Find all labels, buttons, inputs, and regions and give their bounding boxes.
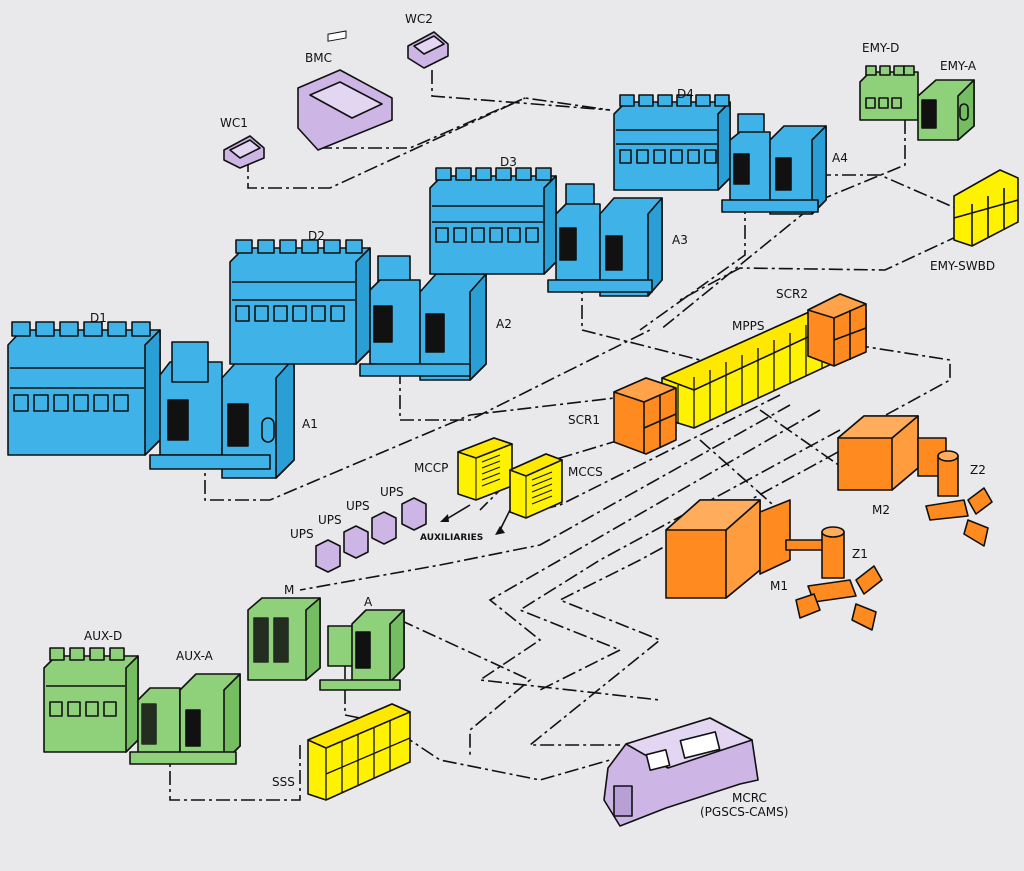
d4-label: D4	[677, 87, 694, 101]
wc1-console[interactable]: WC1	[220, 116, 265, 169]
emy-a-label: EMY-A	[940, 59, 977, 73]
ups-unit-4[interactable]: UPS	[380, 485, 427, 531]
alternator-a2[interactable]: A2	[359, 255, 512, 381]
ship-service-switchboard[interactable]: SSS	[272, 703, 411, 801]
wc2-label: WC2	[405, 12, 433, 26]
d3-label: D3	[500, 155, 517, 169]
scr2-label: SCR2	[776, 287, 808, 301]
emergency-switchboard[interactable]: EMY-SWBD	[930, 169, 1019, 273]
mccs-label: MCCS	[568, 465, 603, 479]
emy-d-label: EMY-D	[862, 41, 899, 55]
mpps-label: MPPS	[732, 319, 764, 333]
diesel-generator-d1[interactable]: D1	[7, 311, 161, 456]
ups-unit-2[interactable]: UPS	[318, 513, 369, 559]
switchboard-scr2[interactable]: SCR2	[776, 287, 867, 367]
ups-unit-3[interactable]: UPS	[346, 499, 397, 545]
bmc-console[interactable]: BMC	[297, 30, 393, 151]
switchboard-scr1[interactable]: SCR1	[568, 377, 677, 455]
mcrc-label: MCRC	[732, 791, 767, 805]
auxiliaries-label: AUXILIARIES	[420, 533, 483, 543]
ups-label-1: UPS	[290, 527, 314, 541]
scr1-label: SCR1	[568, 413, 600, 427]
sss-label: SSS	[272, 775, 295, 789]
emergency-generator[interactable]: EMY-D EMY-A	[859, 41, 977, 141]
d1-label: D1	[90, 311, 107, 325]
a1-label: A1	[302, 417, 318, 431]
a3-label: A3	[672, 233, 688, 247]
propulsion-motor-m2[interactable]: M2	[837, 415, 947, 517]
aux-generator-m[interactable]: M	[247, 583, 321, 681]
ups-label-3: UPS	[346, 499, 370, 513]
aux-alternator[interactable]: AUX-A	[129, 649, 241, 765]
emy-swbd-label: EMY-SWBD	[930, 259, 995, 273]
mcrc-sublabel: (PGSCS-CAMS)	[700, 805, 788, 819]
diesel-generator-d4[interactable]: D4	[613, 87, 731, 191]
alternator-a4[interactable]: A4	[721, 113, 848, 215]
aux-diesel-generator[interactable]: AUX-D	[43, 629, 139, 753]
propulsion-motor-m1[interactable]: M1	[665, 499, 827, 599]
bmc-label: BMC	[305, 51, 332, 65]
alternator-a3[interactable]: A3	[547, 183, 688, 297]
wc2-console[interactable]: WC2	[405, 12, 449, 69]
z1-label: Z1	[852, 547, 868, 561]
a-label: A	[364, 595, 373, 609]
azimuth-thruster-z1[interactable]: Z1	[795, 526, 883, 631]
a4-label: A4	[832, 151, 848, 165]
a2-label: A2	[496, 317, 512, 331]
ups-label-2: UPS	[318, 513, 342, 527]
aux-generator-a[interactable]: A	[319, 595, 405, 691]
mcc-port[interactable]: MCCP	[414, 437, 513, 501]
aux-a-label: AUX-A	[176, 649, 214, 663]
m-label: M	[284, 583, 294, 597]
aux-d-label: AUX-D	[84, 629, 122, 643]
wc1-label: WC1	[220, 116, 248, 130]
mcc-starboard[interactable]: MCCS	[509, 453, 603, 519]
mcrc-console[interactable]: MCRC (PGSCS-CAMS)	[603, 717, 788, 827]
m1-label: M1	[770, 579, 788, 593]
azimuth-thruster-z2[interactable]: Z2	[925, 450, 993, 547]
mccp-label: MCCP	[414, 461, 448, 475]
ups-label-4: UPS	[380, 485, 404, 499]
d2-label: D2	[308, 229, 325, 243]
m2-label: M2	[872, 503, 890, 517]
diesel-generator-d2[interactable]: D2	[229, 229, 371, 365]
z2-label: Z2	[970, 463, 986, 477]
diesel-generator-d3[interactable]: D3	[429, 155, 557, 275]
ups-unit-1[interactable]: UPS	[290, 527, 341, 573]
